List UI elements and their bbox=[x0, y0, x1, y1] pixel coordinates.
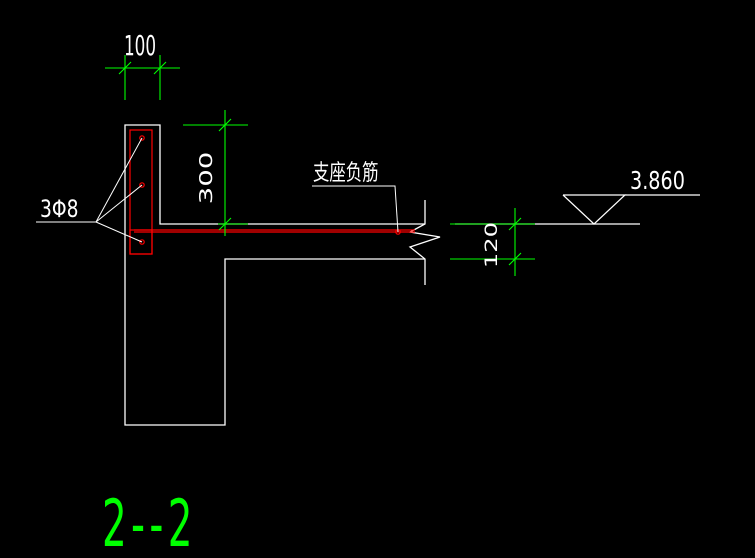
dim-rib-height-text: 300 bbox=[196, 152, 217, 205]
elevation-marker bbox=[455, 194, 700, 225]
dim-slab-thickness-text: 120 bbox=[482, 222, 501, 268]
break-line bbox=[408, 200, 441, 285]
elevation-triangle bbox=[562, 194, 627, 225]
beam-outline bbox=[124, 124, 425, 426]
dim-top-width-text: 100 bbox=[124, 31, 156, 62]
dim-slab-tick-bottom bbox=[508, 252, 522, 266]
rebar-dot-middle bbox=[139, 182, 145, 188]
rebar-leader-3 bbox=[95, 221, 143, 243]
section-outline bbox=[124, 124, 441, 426]
support-neg-rebar-label: 支座负筋 bbox=[313, 160, 379, 186]
dim-top-tick-right bbox=[153, 61, 167, 75]
leader-lines bbox=[36, 137, 399, 243]
rebar-group bbox=[129, 129, 415, 255]
rebar-leader-2 bbox=[95, 184, 143, 223]
dimension-slab bbox=[450, 208, 535, 276]
dimension-rib bbox=[183, 110, 248, 236]
dimension-top bbox=[105, 55, 180, 100]
dim-rib-tick-bottom bbox=[218, 217, 232, 231]
dim-slab-tick-top bbox=[508, 217, 522, 231]
dim-rib-tick-top bbox=[218, 118, 232, 132]
rebar-leader-1 bbox=[95, 137, 143, 223]
rebar-dot-bottom bbox=[139, 239, 145, 245]
rebar-main-label: 3Φ8 bbox=[40, 196, 78, 224]
section-title: 2--2 bbox=[102, 485, 197, 558]
dim-top-tick-left bbox=[118, 61, 132, 75]
elevation-value-text: 3.860 bbox=[630, 167, 685, 196]
support-rebar-leader bbox=[312, 185, 399, 233]
rebar-dot-top bbox=[139, 135, 145, 141]
